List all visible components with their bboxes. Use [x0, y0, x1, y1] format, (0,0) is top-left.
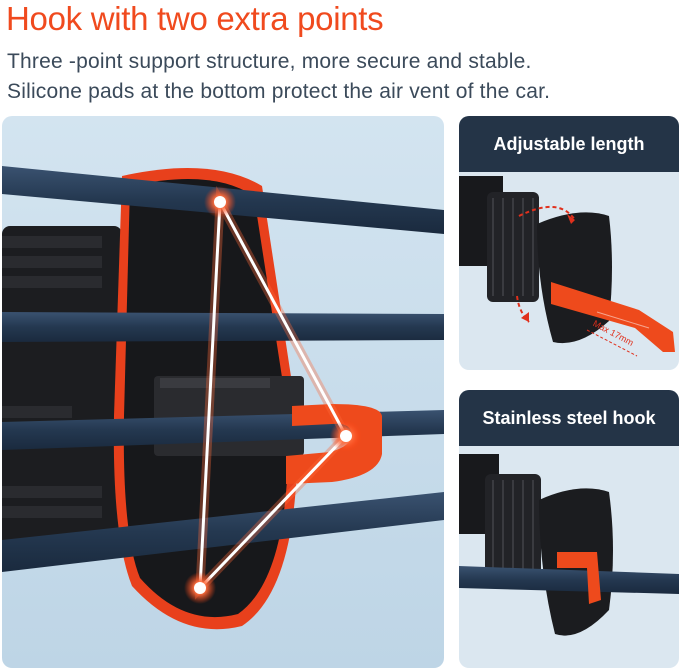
vent-slats: [2, 166, 444, 572]
main-illustration-panel: [2, 116, 444, 668]
subtitle-line-1: Three -point support structure, more sec…: [7, 50, 532, 73]
stainless-steel-hook-illustration: [459, 454, 679, 636]
adjustable-length-panel: Adjustable length Max 17mm: [459, 116, 679, 370]
vent-mount-illustration: [2, 166, 444, 630]
stainless-steel-hook-panel: Stainless steel hook: [459, 390, 679, 668]
headline: Hook with two extra points: [6, 0, 384, 37]
orange-hook: [286, 404, 382, 484]
support-triangle: [184, 185, 362, 604]
adjustable-length-illustration: [459, 176, 675, 357]
stainless-steel-hook-label: Stainless steel hook: [459, 390, 679, 446]
adjustable-length-label: Adjustable length: [459, 116, 679, 172]
device-body: [2, 226, 122, 556]
subtitle-line-2: Silicone pads at the bottom protect the …: [7, 80, 551, 103]
